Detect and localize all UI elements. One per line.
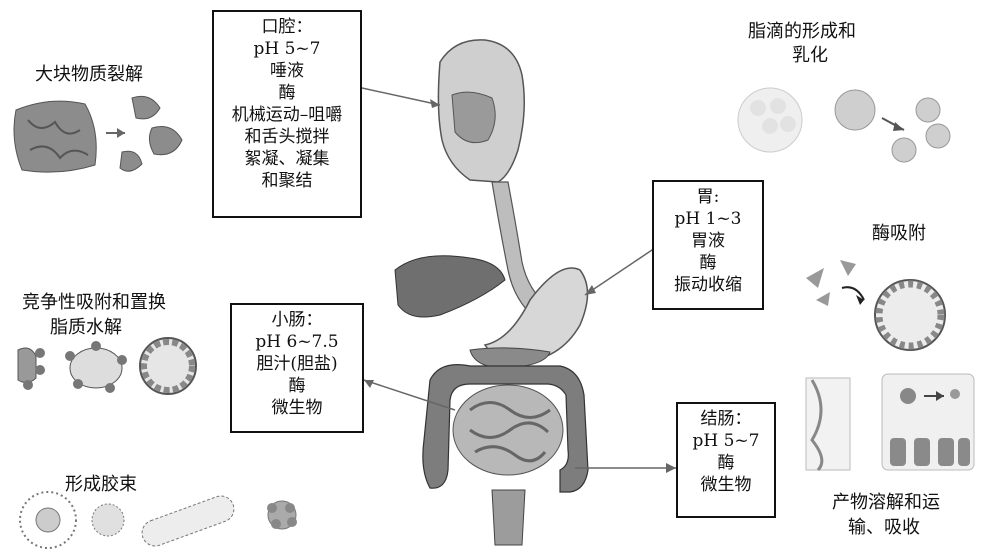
small-intestine-line: 酶	[234, 375, 360, 397]
colon-line: 微生物	[680, 474, 772, 496]
micelle-shapes-icon	[20, 492, 297, 550]
transport-label-line2: 输、吸收	[848, 516, 920, 540]
transport-label-line1: 产物溶解和运	[832, 491, 940, 515]
stomach-line: 振动收缩	[656, 274, 760, 296]
mouth-line: 机械运动–咀嚼	[216, 104, 358, 126]
stomach-line: 胃液	[656, 230, 760, 252]
adsorption-droplets-icon	[18, 338, 196, 394]
small-intestine-line: pH 6~7.5	[234, 331, 360, 353]
colon-info-box: 结肠： pH 5~7 酶 微生物	[676, 402, 776, 518]
breakdown-label: 大块物质裂解	[35, 63, 143, 87]
mouth-info-box: 口腔： pH 5~7 唾液 酶 机械运动–咀嚼 和舌头搅拌 絮凝、凝集 和聚结	[212, 10, 362, 218]
absorption-transport-icon	[806, 374, 974, 470]
colon-line: 酶	[680, 452, 772, 474]
mouth-line: 和聚结	[216, 170, 358, 192]
small-intestine-line: 小肠：	[234, 309, 360, 331]
adsorption-label-line2: 脂质水解	[50, 316, 122, 340]
adsorption-label-line1: 竞争性吸附和置换	[22, 291, 166, 315]
droplet-label-line2: 乳化	[792, 44, 828, 68]
stomach-line: 酶	[656, 252, 760, 274]
small-intestine-line: 微生物	[234, 397, 360, 419]
enzyme-adsorption-label: 酶吸附	[872, 222, 926, 246]
droplet-label-line1: 脂滴的形成和	[748, 20, 856, 44]
colon-line: 结肠：	[680, 408, 772, 430]
mouth-line: pH 5~7	[216, 38, 358, 60]
small-intestine-line: 胆汁(胆盐)	[234, 353, 360, 375]
mouth-line: 酶	[216, 82, 358, 104]
micelle-label: 形成胶束	[65, 473, 137, 497]
colon-line: pH 5~7	[680, 430, 772, 452]
mouth-line: 唾液	[216, 60, 358, 82]
mouth-line: 絮凝、凝集	[216, 148, 358, 170]
particle-breakdown-icon	[14, 96, 182, 172]
stomach-info-box: 胃: pH 1~3 胃液 酶 振动收缩	[652, 180, 764, 310]
liver-icon	[395, 256, 505, 317]
mouth-line: 口腔：	[216, 16, 358, 38]
enzyme-adsorption-icon	[806, 260, 945, 350]
small-intestine-info-box: 小肠： pH 6~7.5 胆汁(胆盐) 酶 微生物	[230, 303, 364, 433]
emulsification-icon	[738, 88, 950, 162]
mouth-line: 和舌头搅拌	[216, 126, 358, 148]
stomach-line: 胃:	[656, 186, 760, 208]
stomach-line: pH 1~3	[656, 208, 760, 230]
